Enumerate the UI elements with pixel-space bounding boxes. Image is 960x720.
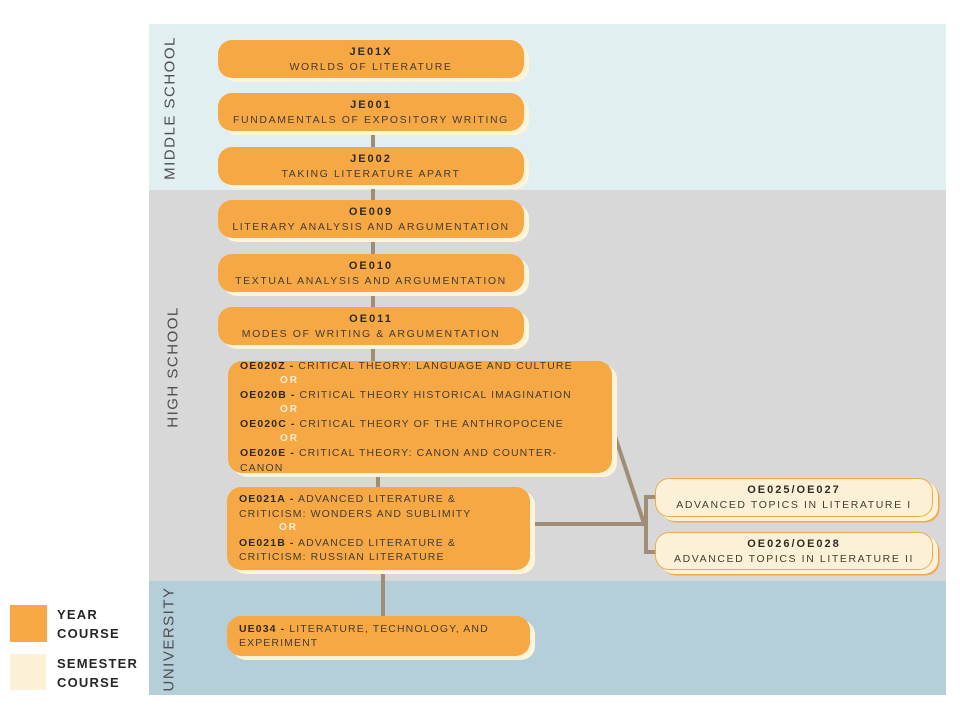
course-box-ue034: UE034 - LITERATURE, TECHNOLOGY, AND EXPE… (227, 616, 530, 656)
or-separator: OR (280, 432, 299, 444)
legend-semester-label: SEMESTER COURSE (57, 655, 138, 692)
course-title: LITERATURE, TECHNOLOGY, AND EXPERIMENT (239, 622, 489, 650)
course-box-oe026-oe028: OE026/OE028 ADVANCED TOPICS IN LITERATUR… (655, 532, 933, 570)
dash-separator: - (290, 418, 296, 430)
band-label-middle-school: MIDDLE SCHOOL (161, 36, 179, 180)
course-box-je001: JE001 FUNDAMENTALS OF EXPOSITORY WRITING (218, 93, 524, 131)
band-label-high-school: HIGH SCHOOL (164, 306, 182, 428)
legend-year-line2: COURSE (57, 625, 120, 641)
connector-je001-je002 (371, 131, 375, 148)
course-code: OE011 (349, 312, 393, 325)
course-title: WORLDS OF LITERATURE (289, 60, 453, 73)
course-code: JE001 (350, 98, 392, 111)
course-option: OE021B - ADVANCED LITERATURE & CRITICISM… (239, 536, 518, 565)
course-title: TAKING LITERATURE APART (281, 167, 461, 180)
course-code: OE010 (348, 259, 394, 272)
connector-oe011-oe020 (371, 345, 375, 362)
course-option: OE020C - CRITICAL THEORY OF THE ANTHROPO… (240, 417, 600, 432)
course-box-je01x: JE01X WORLDS OF LITERATURE (218, 40, 524, 78)
course-title: CRITICAL THEORY HISTORICAL IMAGINATION (299, 389, 572, 401)
legend-year-line1: YEAR (57, 607, 98, 622)
course-box-oe011: OE011 MODES OF WRITING & ARGUMENTATION (218, 307, 524, 345)
course-code: UE034 (239, 622, 277, 635)
course-title: CRITICAL THEORY: LANGUAGE AND CULTURE (298, 360, 573, 372)
course-title: MODES OF WRITING & ARGUMENTATION (241, 327, 501, 340)
dash-separator: - (289, 493, 295, 506)
course-box-je002: JE002 TAKING LITERATURE APART (218, 147, 524, 185)
junction-stub-oe025 (644, 495, 657, 499)
course-title: ADVANCED LITERATURE & CRITICISM: WONDERS… (239, 493, 472, 520)
legend-semester-swatch (10, 654, 46, 690)
legend-year-label: YEAR COURSE (57, 606, 120, 643)
legend-year-swatch (10, 605, 47, 642)
connector-je002-oe009 (371, 184, 375, 201)
or-separator: OR (280, 374, 299, 386)
connector-oe010-oe011 (371, 292, 375, 308)
dash-separator: - (280, 622, 286, 635)
course-box-oe021: OE021A - ADVANCED LITERATURE & CRITICISM… (227, 487, 530, 570)
dash-separator: - (290, 447, 295, 459)
course-title: LITERARY ANALYSIS AND ARGUMENTATION (232, 220, 510, 233)
connector-oe021-ue034 (381, 570, 385, 617)
course-code: JE002 (350, 152, 392, 165)
course-code: OE020C (240, 418, 287, 430)
course-code: JE01X (349, 45, 393, 58)
course-title: ADVANCED LITERATURE & CRITICISM: RUSSIAN… (239, 536, 457, 564)
band-label-university: UNIVERSITY (160, 586, 178, 692)
course-code: OE020Z (240, 360, 286, 372)
course-title: FUNDAMENTALS OF EXPOSITORY WRITING (233, 113, 509, 126)
course-option: OE021A - ADVANCED LITERATURE & CRITICISM… (239, 492, 518, 521)
course-title: ADVANCED TOPICS IN LITERATURE I (676, 499, 912, 511)
connector-oe021-junction (526, 522, 647, 526)
course-code: OE009 (348, 205, 394, 218)
dash-separator: - (290, 389, 296, 401)
course-box-oe025-oe027: OE025/OE027 ADVANCED TOPICS IN LITERATUR… (655, 478, 933, 517)
course-code: OE020E (240, 447, 287, 459)
course-option: OE020E - CRITICAL THEORY: CANON AND COUN… (240, 446, 600, 475)
or-separator: OR (279, 522, 298, 534)
course-code: OE020B (240, 389, 287, 401)
or-separator: OR (280, 403, 299, 415)
course-code: OE026/OE028 (747, 537, 841, 550)
junction-bracket-vertical (644, 495, 648, 554)
course-box-oe009: OE009 LITERARY ANALYSIS AND ARGUMENTATIO… (218, 200, 524, 238)
course-code: OE021A (239, 493, 286, 506)
dash-separator: - (289, 536, 295, 549)
legend-semester-line2: COURSE (57, 674, 120, 690)
course-option: OE020Z - CRITICAL THEORY: LANGUAGE AND C… (240, 359, 600, 374)
course-box-oe020: OE020Z - CRITICAL THEORY: LANGUAGE AND C… (228, 359, 612, 475)
course-code: OE025/OE027 (747, 484, 841, 496)
course-title: CRITICAL THEORY OF THE ANTHROPOCENE (299, 418, 564, 430)
course-box-oe010: OE010 TEXTUAL ANALYSIS AND ARGUMENTATION (218, 254, 524, 292)
course-code: OE021B (239, 536, 286, 549)
course-option: OE020B - CRITICAL THEORY HISTORICAL IMAG… (240, 388, 600, 403)
dash-separator: - (289, 360, 295, 372)
course-title: ADVANCED TOPICS IN LITERATURE II (673, 552, 915, 565)
course-option: UE034 - LITERATURE, TECHNOLOGY, AND EXPE… (239, 622, 518, 651)
course-title: TEXTUAL ANALYSIS AND ARGUMENTATION (235, 274, 507, 287)
course-title: CRITICAL THEORY: CANON AND COUNTER-CANON (240, 447, 558, 474)
connector-oe020-oe021 (376, 473, 380, 488)
connector-oe009-oe010 (371, 238, 375, 255)
junction-stub-oe026 (644, 550, 657, 554)
legend-semester-line1: SEMESTER (57, 656, 139, 671)
